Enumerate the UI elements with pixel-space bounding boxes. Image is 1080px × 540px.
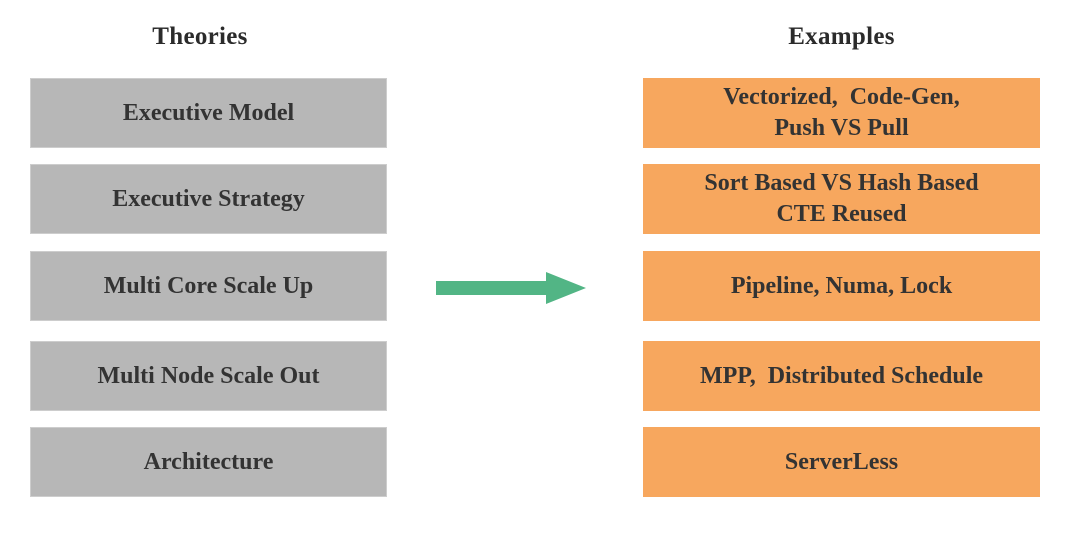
example-box-sort-vs-hash: Sort Based VS Hash Based CTE Reused	[643, 164, 1040, 234]
example-box-serverless: ServerLess	[643, 427, 1040, 497]
example-box-vectorized-codegen: Vectorized, Code-Gen, Push VS Pull	[643, 78, 1040, 148]
examples-heading: Examples	[788, 23, 895, 50]
theory-box-executive-strategy: Executive Strategy	[30, 164, 387, 234]
theories-heading: Theories	[152, 23, 248, 50]
example-box-mpp-distributed-schedule: MPP, Distributed Schedule	[643, 341, 1040, 411]
example-box-pipeline-numa-lock: Pipeline, Numa, Lock	[643, 251, 1040, 321]
theory-box-multi-core-scale-up: Multi Core Scale Up	[30, 251, 387, 321]
theory-box-multi-node-scale-out: Multi Node Scale Out	[30, 341, 387, 411]
theory-box-executive-model: Executive Model	[30, 78, 387, 148]
theory-box-architecture: Architecture	[30, 427, 387, 497]
right-arrow-icon	[436, 272, 586, 304]
